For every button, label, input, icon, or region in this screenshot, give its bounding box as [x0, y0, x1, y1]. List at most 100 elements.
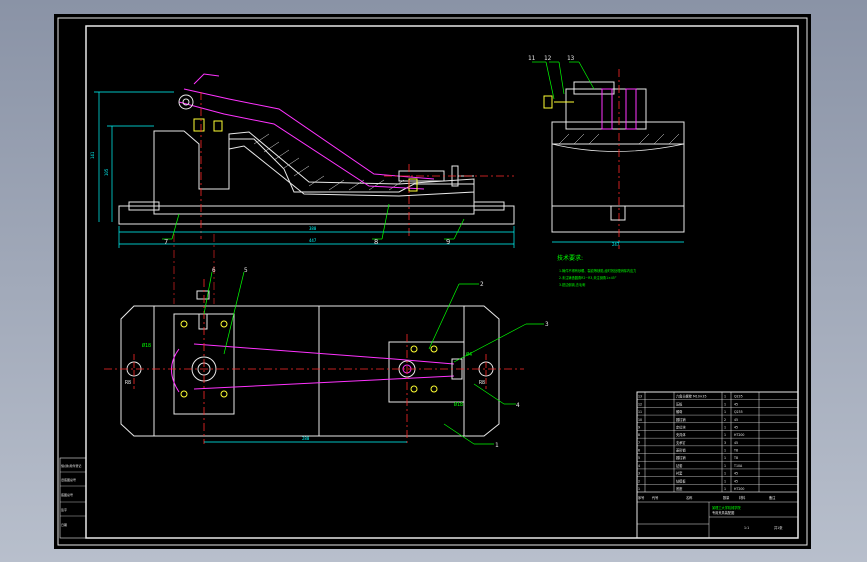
- bom-cell-qty: 2: [724, 418, 726, 422]
- bom-cell-no: 9: [638, 425, 640, 429]
- left-stamp: 借(通)用件登记 旧底图总号 底图总号 签字 日期: [59, 457, 87, 539]
- bom-cell-no: 4: [638, 464, 640, 468]
- side-view: 247 11 12 13: [528, 55, 685, 249]
- bom-cell-name: 支承钉: [676, 440, 686, 445]
- callout-4: 4: [516, 402, 520, 409]
- bom-cell-name: 圆柱销: [676, 417, 686, 422]
- tech-req-line-1: 1.铸件不得有砂眼、裂纹等缺陷,经时效处理消除内应力: [559, 268, 636, 273]
- bom-header-no: 序号: [638, 495, 644, 500]
- bom-cell-no: 8: [638, 433, 640, 437]
- bom-cell-no: 3: [638, 472, 640, 476]
- bom-cell-qty: 1: [724, 472, 726, 476]
- bom-cell-name: 定位块: [676, 424, 686, 429]
- stamp-line-2: 旧底图总号: [61, 477, 76, 482]
- bom-cell-mat: Q235: [734, 395, 743, 399]
- dim-right-slot: Ø18: [454, 401, 463, 408]
- callout-8: 8: [374, 238, 378, 246]
- stamp-line-1: 借(通)用件登记: [61, 463, 81, 468]
- bom-header-qty: 数量: [723, 495, 730, 500]
- bom-cell-no: 6: [638, 449, 640, 453]
- bom-cell-mat: 45: [734, 418, 738, 422]
- bom-cell-name: 钻模板: [676, 478, 686, 483]
- dim-left-r: R8: [125, 380, 131, 386]
- dim-length-inner: 380: [309, 226, 317, 231]
- bom-cell-name: 底座: [676, 486, 683, 491]
- bom-cell-no: 1: [638, 487, 640, 491]
- bom-cell-qty: 1: [724, 425, 726, 429]
- callout-5: 5: [244, 267, 248, 274]
- callout-6: 6: [212, 267, 216, 274]
- front-view: 141 105 380 447 7 8 9: [90, 73, 515, 248]
- callout-11: 11: [528, 55, 536, 62]
- bom-header-note: 备注: [769, 495, 776, 500]
- bom-cell-mat: T8: [733, 456, 738, 460]
- bom-cell-qty: 1: [724, 487, 726, 491]
- bom-cell-name: 压板: [676, 401, 683, 406]
- bom-cell-qty: 1: [724, 410, 726, 414]
- callout-13: 13: [567, 55, 575, 62]
- bom-cell-mat: T10A: [733, 464, 743, 468]
- bom-cell-mat: HT200: [734, 433, 744, 437]
- bom-cell-no: 2: [638, 479, 640, 483]
- tech-req-title: 技术要求:: [557, 254, 583, 262]
- stamp-line-5: 日期: [61, 522, 67, 527]
- bom-cell-mat: 45: [734, 402, 738, 406]
- dim-overall-height: 141: [90, 151, 95, 159]
- bom-cell-mat: T8: [733, 449, 738, 453]
- title-sheet: 共1张: [774, 525, 783, 530]
- dim-center-distance: 280: [302, 436, 310, 441]
- dim-length-total: 447: [309, 238, 317, 243]
- bom-cell-mat: 45: [734, 441, 738, 445]
- stamp-line-4: 签字: [61, 507, 67, 512]
- bom-cell-qty: 1: [724, 449, 726, 453]
- bom-cell-name: 夹具体: [676, 432, 686, 437]
- bom-cell-no: 10: [638, 418, 642, 422]
- dim-left-slot: Ø18: [142, 342, 151, 349]
- title-drawing-name: 专用夹具装配图: [712, 510, 734, 515]
- bom-header-mat: 材料: [739, 495, 746, 500]
- bom-cell-name: 钻套: [676, 463, 683, 468]
- bom-cell-name: 螺母: [676, 409, 682, 414]
- callout-9: 9: [446, 238, 450, 246]
- callout-12: 12: [544, 55, 552, 62]
- bom-cell-name: 菱形销: [676, 448, 686, 453]
- bom-header-code: 代号: [652, 495, 658, 500]
- dim-base-height: 105: [104, 168, 109, 176]
- bom-cell-name: 衬套: [676, 471, 683, 476]
- bom-cell-no: 13: [638, 395, 642, 399]
- bom-cell-no: 11: [638, 410, 642, 414]
- callout-3: 3: [545, 321, 549, 328]
- top-view: 280 Ø18 R8 R8 Ø18 Ø4 6 5 2 3 4 1: [104, 234, 549, 449]
- bom-cell-qty: 3: [724, 441, 726, 445]
- bom-cell-qty: 1: [724, 464, 726, 468]
- tech-req-line-2: 2.未注铸造圆角R2~R3,未注倒角1×45°: [559, 275, 617, 280]
- bom-cell-mat: 45: [734, 472, 738, 476]
- bom-cell-qty: 1: [724, 456, 726, 460]
- callout-1: 1: [495, 442, 499, 449]
- title-school: 某理工大学机械学院: [712, 505, 741, 510]
- bom-cell-mat: Q235: [734, 410, 743, 414]
- dim-side-width: 247: [612, 242, 620, 247]
- callout-2: 2: [480, 281, 484, 288]
- cad-drawing: 141 105 380 447 7 8 9 247: [57, 17, 808, 546]
- bom-cell-name: 六角头螺栓 M10×35: [676, 394, 706, 399]
- outer-frame: [57, 17, 808, 546]
- bom-header-name: 名称: [686, 495, 693, 500]
- callout-7: 7: [164, 238, 168, 246]
- bom-cell-no: 5: [638, 456, 640, 460]
- title-scale: 1:1: [744, 526, 749, 530]
- bom-cell-no: 12: [638, 402, 642, 406]
- bom-cell-no: 7: [638, 441, 640, 445]
- dim-right-r: R8: [479, 380, 485, 386]
- stamp-line-3: 底图总号: [61, 492, 73, 497]
- tech-requirements: 技术要求: 1.铸件不得有砂眼、裂纹等缺陷,经时效处理消除内应力 2.未注铸造圆…: [557, 254, 636, 287]
- bom-cell-qty: 1: [724, 433, 726, 437]
- bom-cell-qty: 1: [724, 395, 726, 399]
- inner-frame: [85, 25, 799, 539]
- bom-cell-mat: 45: [734, 425, 738, 429]
- bom-cell-mat: HT200: [734, 487, 744, 491]
- dim-right-box: Ø4: [466, 351, 472, 358]
- bom-cell-qty: 1: [724, 479, 726, 483]
- bom-cell-qty: 1: [724, 402, 726, 406]
